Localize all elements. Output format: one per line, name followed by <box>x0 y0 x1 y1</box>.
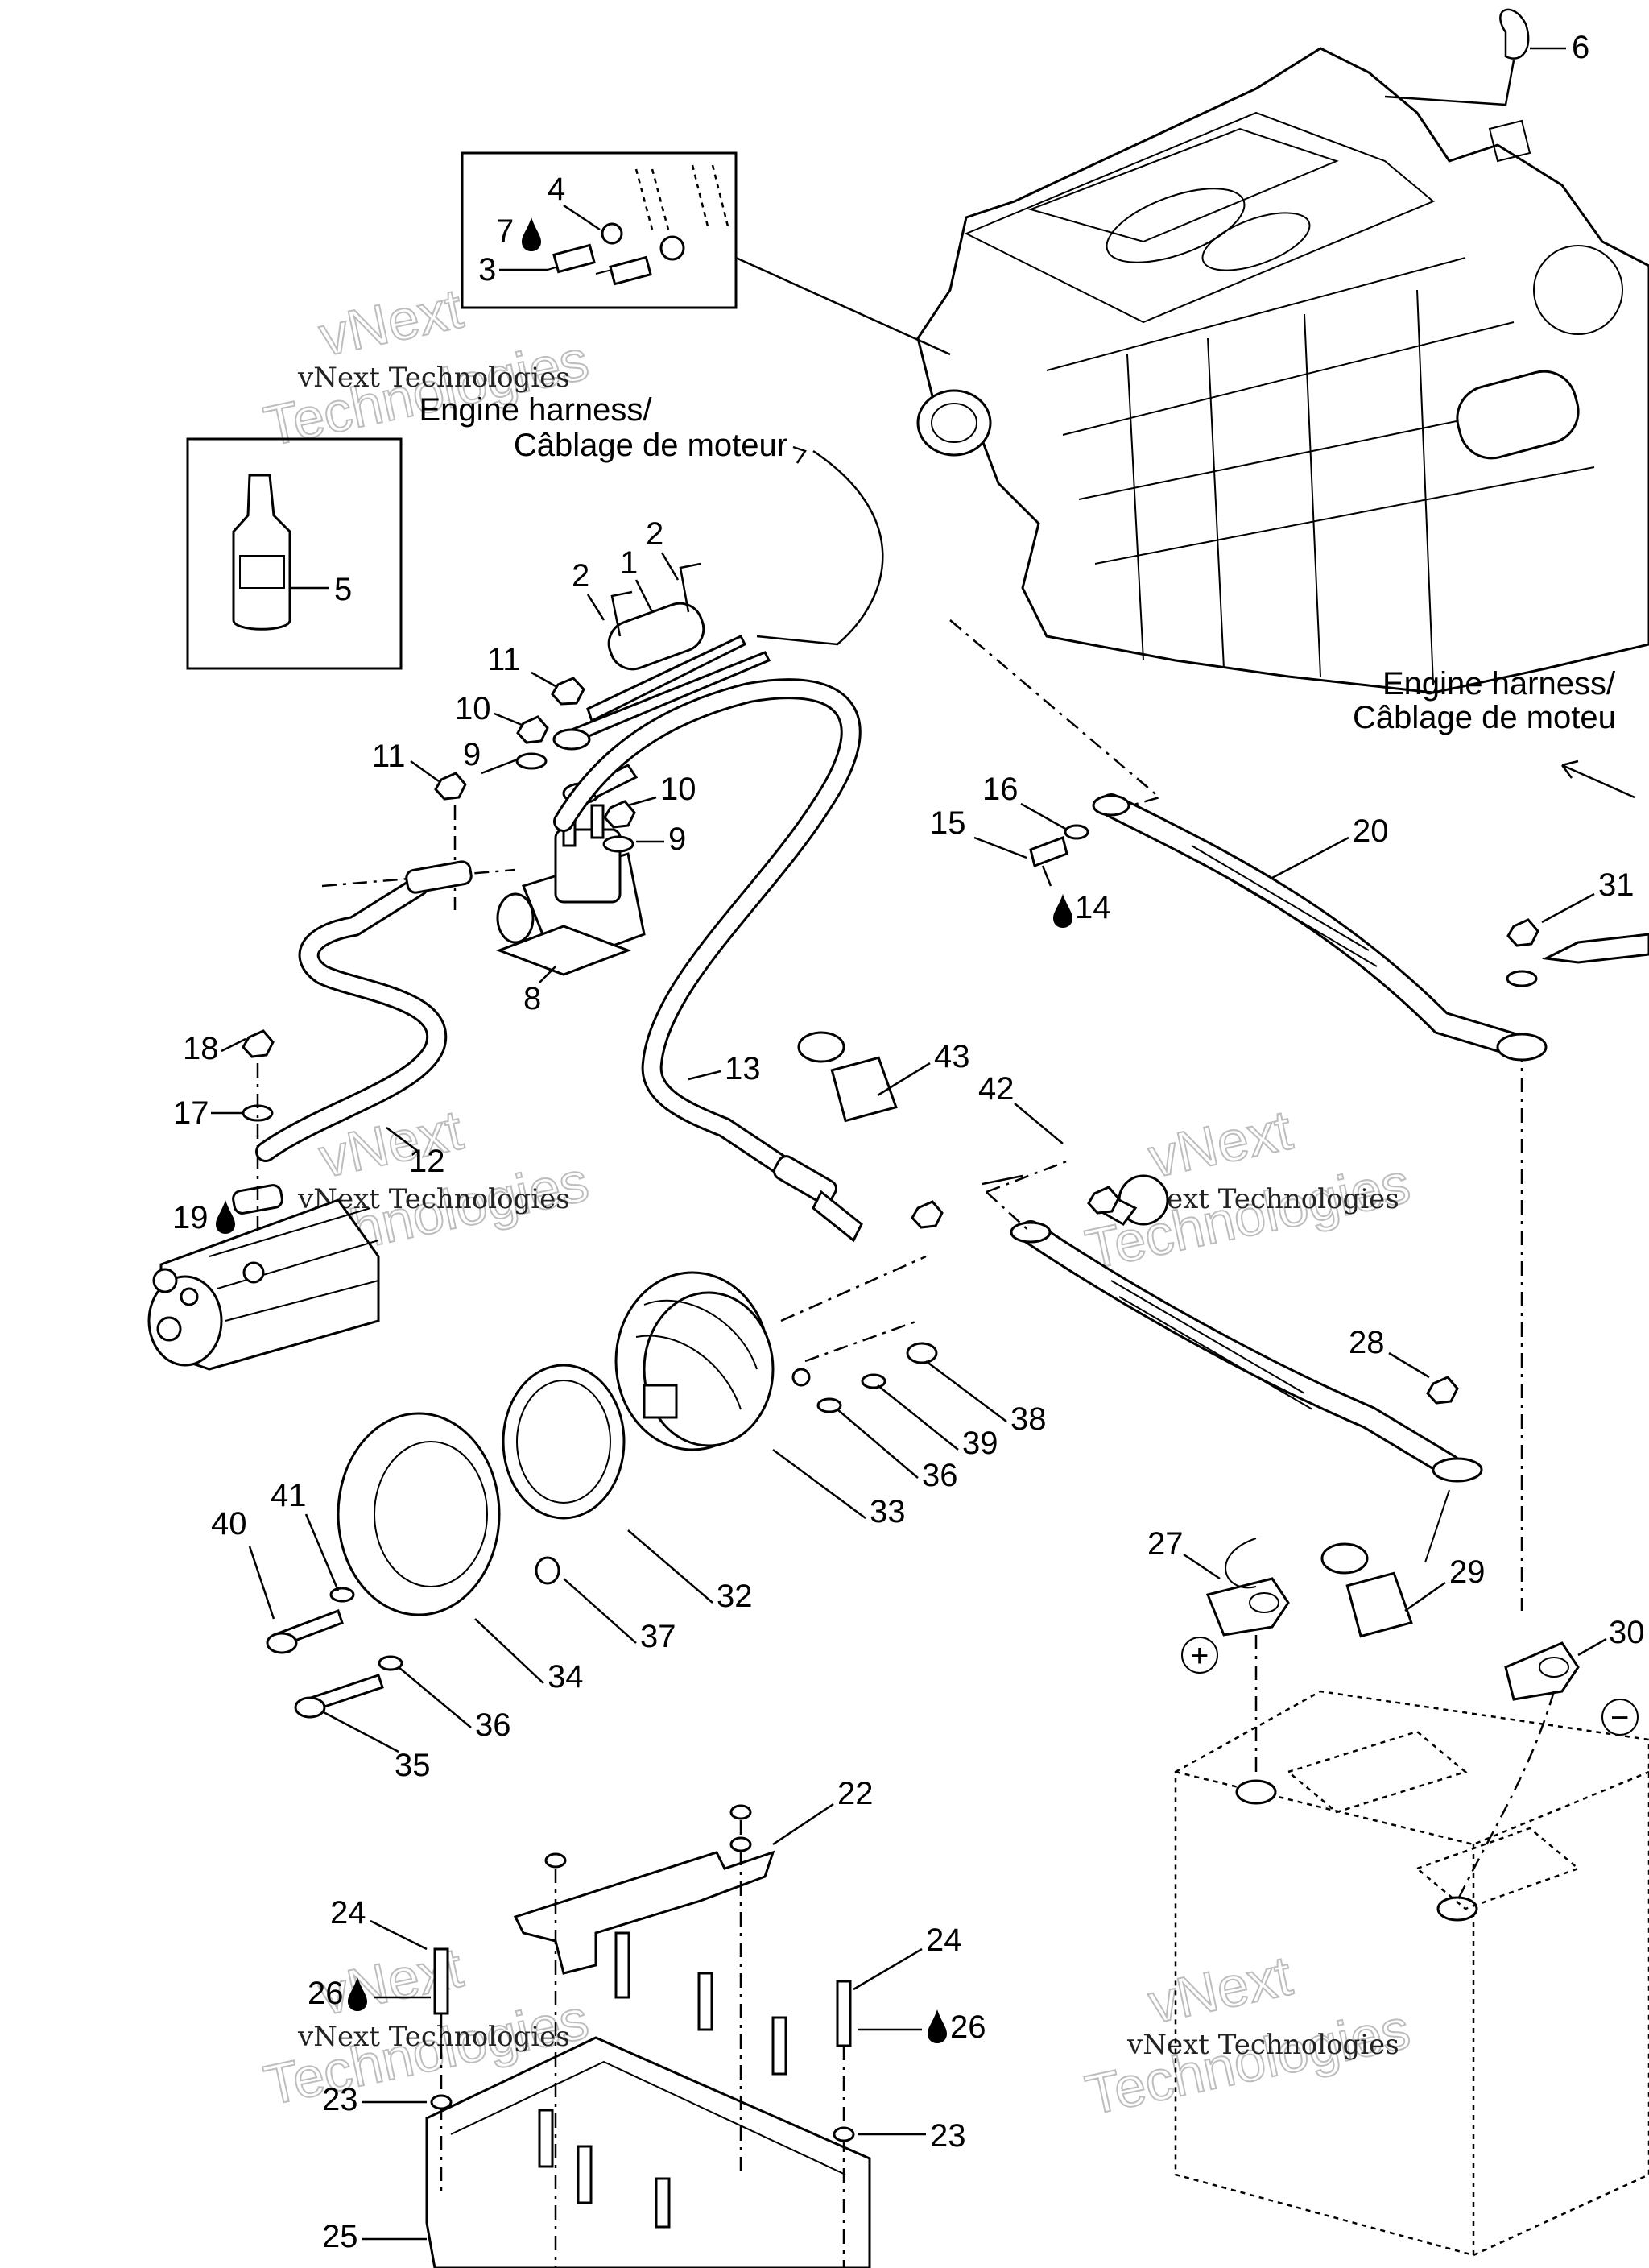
cable-42 <box>797 1031 1483 1638</box>
svg-text:Engine harness/: Engine harness/ <box>1382 666 1616 702</box>
harness-label-top: Engine harness/ Câblage de moteur <box>419 392 787 463</box>
negative-terminal-label: − <box>1610 1700 1629 1736</box>
callout-28: 28 <box>1349 1325 1385 1360</box>
callout-3: 3 <box>478 252 496 288</box>
callout-26: 26 <box>308 1976 344 2011</box>
svg-text:vNext: vNext <box>1143 1099 1297 1190</box>
callout-38: 38 <box>1010 1401 1047 1437</box>
svg-text:Technologies: Technologies <box>1081 1997 1415 2126</box>
solenoid-assembly <box>321 562 771 976</box>
callout-41: 41 <box>271 1478 307 1513</box>
callout-10: 10 <box>660 772 696 807</box>
callout-24: 24 <box>926 1922 962 1958</box>
callout-39: 39 <box>962 1426 998 1461</box>
callout-33: 33 <box>870 1494 906 1529</box>
callout-6: 6 <box>1572 30 1589 65</box>
callout-9: 9 <box>463 737 481 772</box>
callout-23: 23 <box>930 2118 966 2154</box>
callout-18: 18 <box>183 1031 219 1066</box>
cable-13 <box>553 678 863 1243</box>
inset-box-fasteners <box>461 151 951 356</box>
callout-36: 36 <box>475 1707 511 1743</box>
callout-2: 2 <box>646 516 663 552</box>
svg-text:Câblage de moteur: Câblage de moteur <box>514 428 787 463</box>
callout-23: 23 <box>322 2082 358 2117</box>
svg-text:Engine harness/: Engine harness/ <box>419 392 652 428</box>
callout-37: 37 <box>640 1619 676 1654</box>
callout-1: 1 <box>620 545 638 581</box>
callouts: 1 2 2 3 4 5 6 7 8 9 9 10 10 11 11 12 13 … <box>172 30 1645 2254</box>
svg-text:vNext: vNext <box>1143 1944 1297 2035</box>
positive-terminal-icon <box>1181 1637 1218 1674</box>
battery-tray <box>425 1804 871 2268</box>
svg-text:vNext Technologies: vNext Technologies <box>1126 2029 1399 2061</box>
negative-terminal-icon <box>1601 1699 1639 1736</box>
callout-2: 2 <box>572 558 589 594</box>
engine-illustration <box>916 8 1649 694</box>
drop-icon <box>348 1977 367 2011</box>
callout-43: 43 <box>934 1039 970 1074</box>
callout-16: 16 <box>982 772 1019 807</box>
drop-icon <box>928 2009 947 2043</box>
inset-box-adhesive-bottle <box>186 437 403 670</box>
callout-32: 32 <box>717 1579 753 1614</box>
callout-4: 4 <box>548 172 565 207</box>
svg-text:vNext Technologies: vNext Technologies <box>297 362 570 394</box>
battery: + − <box>1174 1489 1649 2257</box>
pump-assembly <box>266 1255 938 1719</box>
cable-20 <box>1029 793 1548 1062</box>
callout-11: 11 <box>372 739 406 774</box>
svg-text:Câblage de moteu: Câblage de moteu <box>1353 700 1616 735</box>
callout-31: 31 <box>1598 867 1635 903</box>
harness-arrow-top <box>792 445 807 464</box>
watermark: vNext Technologies vNext Technologies <box>1080 1943 1416 2128</box>
svg-text:vNext Technologies: vNext Technologies <box>1126 1183 1399 1215</box>
callout-17: 17 <box>173 1095 209 1131</box>
callout-5: 5 <box>334 572 352 607</box>
callout-30: 30 <box>1609 1615 1645 1650</box>
drop-icon <box>522 217 541 251</box>
harness-label-right: Engine harness/ Câblage de moteu <box>1353 666 1616 735</box>
svg-text:vNext Technologies: vNext Technologies <box>297 2021 570 2053</box>
callout-19: 19 <box>172 1200 209 1235</box>
callout-29: 29 <box>1449 1554 1486 1590</box>
callout-36: 36 <box>922 1458 958 1493</box>
ground-lug-31 <box>1506 918 1649 987</box>
callout-9: 9 <box>668 822 686 857</box>
callout-20: 20 <box>1353 813 1389 849</box>
callout-25: 25 <box>322 2219 358 2254</box>
callout-27: 27 <box>1147 1526 1184 1562</box>
callout-7: 7 <box>496 213 514 249</box>
callout-40: 40 <box>211 1506 247 1542</box>
callout-10: 10 <box>455 691 491 726</box>
callout-35: 35 <box>395 1748 431 1783</box>
callout-24: 24 <box>330 1895 366 1931</box>
callout-8: 8 <box>523 981 541 1016</box>
callout-26: 26 <box>950 2009 986 2045</box>
positive-terminal-label: + <box>1190 1638 1209 1674</box>
callout-15: 15 <box>930 805 966 841</box>
callout-42: 42 <box>978 1071 1015 1107</box>
callout-34: 34 <box>548 1659 584 1695</box>
callout-11: 11 <box>487 642 521 677</box>
cable-12 <box>232 860 473 1240</box>
callout-22: 22 <box>837 1776 874 1811</box>
callout-14: 14 <box>1075 890 1111 925</box>
drop-icon <box>216 1200 235 1234</box>
starter-motor <box>147 1198 380 1371</box>
svg-text:vNext: vNext <box>314 277 468 368</box>
drop-icon <box>1053 894 1072 928</box>
callout-13: 13 <box>725 1051 761 1086</box>
